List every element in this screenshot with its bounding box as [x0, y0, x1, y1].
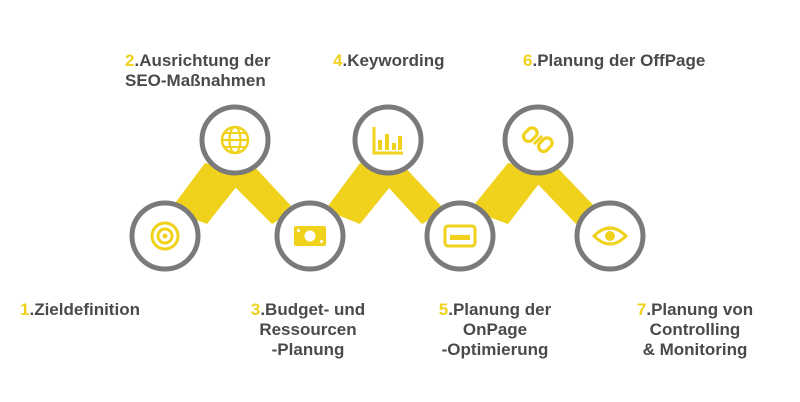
connector-bands	[170, 162, 598, 224]
step-title: .Ausrichtung der	[134, 51, 271, 70]
step-title: .Planung von	[646, 300, 754, 319]
connector-6-7	[530, 162, 598, 224]
step-title-line2: OnPage	[462, 320, 528, 339]
bar-chart-icon	[372, 127, 403, 155]
step-title-line2: SEO-Maßnahmen	[125, 71, 266, 90]
step-title-line2: Ressourcen	[259, 320, 357, 339]
step-title-line3: & Monitoring	[642, 340, 748, 359]
step-title: .Budget- und	[260, 300, 366, 319]
step-label-6: 6.Planung der OffPage	[523, 51, 705, 71]
step-title: .Planung der OffPage	[532, 51, 706, 70]
step-number: 6	[523, 51, 533, 70]
credit-card-icon	[443, 224, 477, 248]
link-icon	[521, 126, 554, 154]
step-number: 4	[333, 51, 343, 70]
step-number: 7	[636, 300, 647, 319]
connector-5-6	[470, 163, 548, 224]
eye-icon	[591, 226, 629, 246]
target-icon	[150, 221, 180, 251]
step-title: .Planung der	[448, 300, 552, 319]
step-title-line3: -Optimierung	[441, 340, 549, 359]
money-icon	[294, 226, 326, 246]
step-number: 3	[250, 300, 261, 319]
step-label-7: 7.Planung von Controlling & Monitoring	[610, 300, 780, 360]
step-number: 1	[20, 300, 30, 319]
step-label-4: 4.Keywording	[333, 51, 444, 71]
step-label-1: 1.Zieldefinition	[20, 300, 140, 320]
step-title-line2: Controlling	[649, 320, 741, 339]
connector-4-5	[378, 162, 445, 224]
step-label-3: 3.Budget- und Ressourcen -Planung	[238, 300, 378, 360]
step-title: .Keywording	[342, 51, 445, 70]
step-title-line3: -Planung	[271, 340, 345, 359]
step-label-5: 5.Planung der OnPage -Optimierung	[420, 300, 570, 360]
step-label-2: 2.Ausrichtung der SEO-Maßnahmen	[125, 51, 270, 91]
connector-2-3	[224, 162, 295, 224]
step-number: 2	[125, 51, 135, 70]
step-number: 5	[438, 300, 449, 319]
step-title: .Zieldefinition	[29, 300, 140, 319]
globe-icon	[220, 125, 250, 155]
